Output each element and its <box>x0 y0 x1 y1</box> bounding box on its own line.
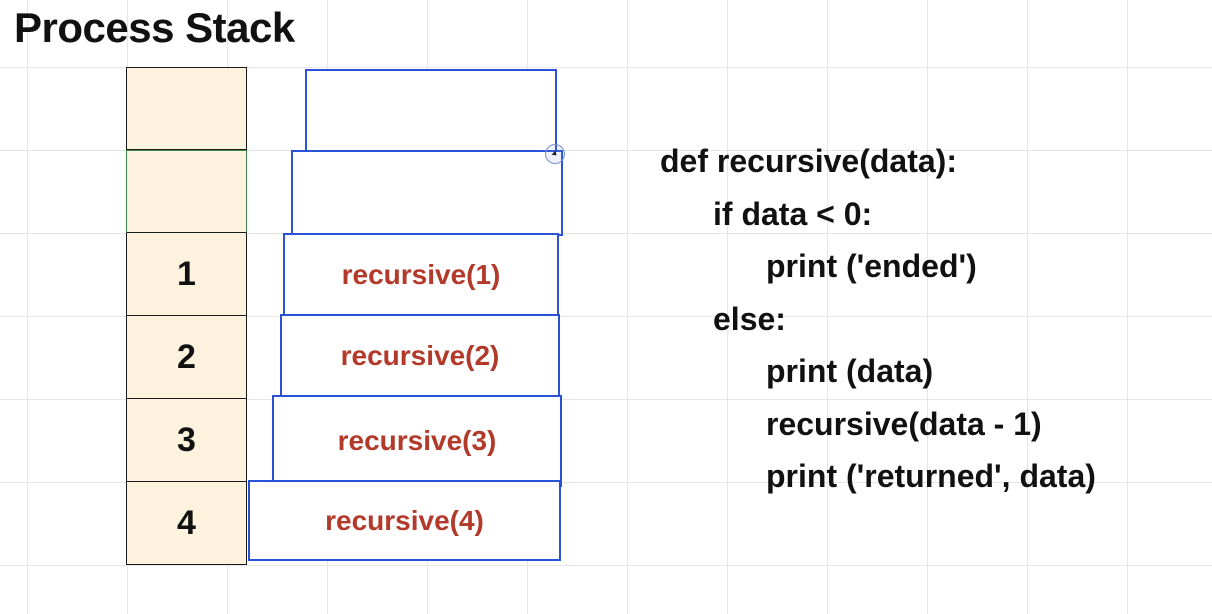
code-line: print ('ended') <box>766 248 977 284</box>
page-title: Process Stack <box>14 4 295 51</box>
cursor-pointer-icon <box>545 144 565 164</box>
stack-slot-1: 1 <box>126 233 247 316</box>
call-frame-recursive-2: recursive(2) <box>280 314 560 398</box>
stack-slot-3: 3 <box>126 399 247 482</box>
code-line: print (data) <box>766 353 934 389</box>
code-block: def recursive(data): if data < 0: print … <box>660 138 1096 506</box>
stack-slot-5 <box>126 150 247 233</box>
call-frame-empty <box>291 150 563 236</box>
code-line: def recursive(data): <box>660 143 957 179</box>
call-frame-empty-top <box>305 69 557 155</box>
stack-slot-4: 4 <box>126 482 247 565</box>
code-line: print ('returned', data) <box>766 458 1096 494</box>
process-stack: 1 2 3 4 <box>126 67 247 565</box>
code-line: recursive(data - 1) <box>766 405 1042 442</box>
call-frame-recursive-3: recursive(3) <box>272 395 562 487</box>
stack-slot-6 <box>126 67 247 150</box>
code-line: else: <box>713 300 786 337</box>
code-line: if data < 0: <box>713 195 873 232</box>
call-frame-recursive-4: recursive(4) <box>248 480 561 561</box>
call-frame-recursive-1: recursive(1) <box>283 233 559 317</box>
stack-slot-2: 2 <box>126 316 247 399</box>
